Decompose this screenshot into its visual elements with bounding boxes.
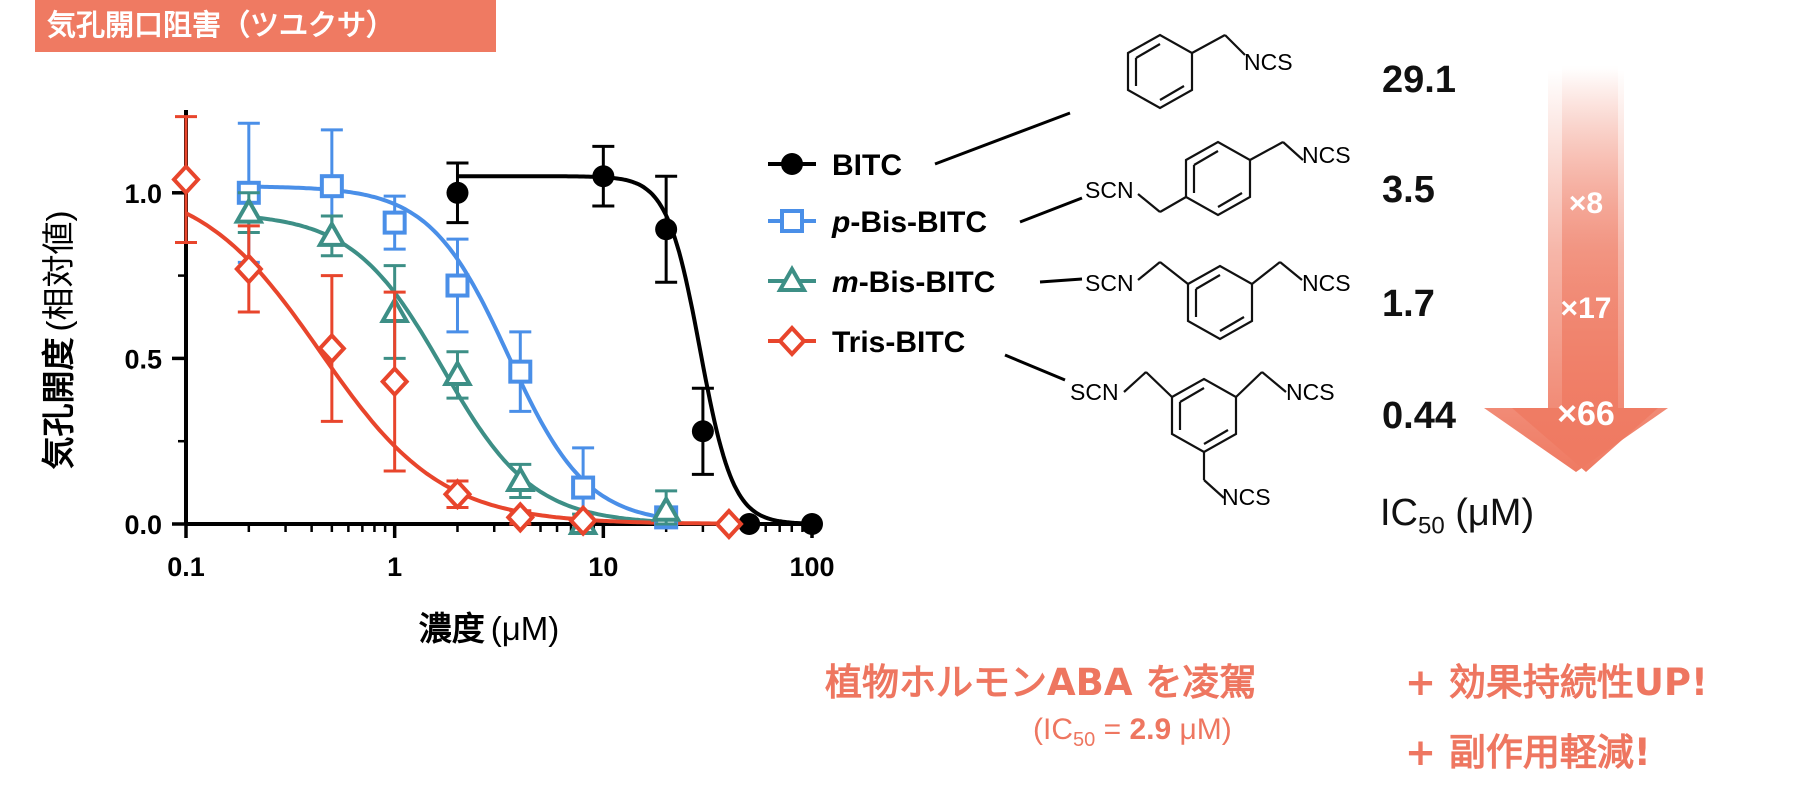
y-tick-label: 0.0	[124, 510, 162, 540]
ic50-unit-label: IC50 (μM)	[1380, 492, 1534, 541]
connector-bitc	[934, 111, 1071, 166]
tris-ncs-label-1: NCS	[1286, 379, 1335, 405]
data-points	[171, 115, 823, 540]
data-point-diamond	[171, 163, 201, 196]
structure-bitc	[1126, 33, 1246, 110]
data-point-square	[780, 209, 804, 233]
data-point-circle	[781, 153, 803, 175]
data-point-triangle	[233, 196, 265, 224]
aba-ic50-value: 2.9	[1129, 713, 1172, 746]
data-point-square	[571, 475, 596, 500]
ic50-value-m-bis: 1.7	[1382, 283, 1435, 325]
x-axis-title-unit: (μM)	[491, 610, 559, 647]
x-tick-label: 1	[387, 552, 402, 582]
legend-label-name: -Bis-BITC	[859, 266, 996, 299]
connector-p-bis	[1019, 196, 1083, 224]
fit-curve-0	[457, 174, 812, 526]
m-bis-scn-label: SCN	[1085, 270, 1134, 296]
legend-label-name: Tris-BITC	[832, 326, 965, 359]
ic50-label-subscript: 50	[1418, 512, 1445, 540]
connector-m-bis	[1039, 277, 1083, 284]
legend-label: Tris-BITC	[832, 326, 965, 359]
tris-scn-label: SCN	[1070, 379, 1119, 405]
y-tick-label: 0.5	[124, 344, 162, 374]
x-tick-label: 0.1	[167, 552, 205, 582]
data-point-circle	[738, 513, 761, 535]
legend-label: m-Bis-BITC	[832, 266, 995, 299]
data-point-diamond	[568, 504, 598, 537]
x-tick-label: 10	[588, 552, 618, 582]
data-point-diamond	[317, 332, 347, 365]
data-point-circle	[801, 513, 823, 535]
m-bis-ncs-label: NCS	[1302, 270, 1351, 296]
data-point-diamond	[505, 501, 536, 534]
legend-label-name: -Bis-BITC	[850, 206, 987, 239]
tris-ncs-label-2: NCS	[1222, 484, 1271, 510]
data-point-square	[382, 210, 407, 235]
x-axis-title-bold: 濃度	[419, 609, 485, 648]
ic50-value-bitc: 29.1	[1382, 59, 1456, 101]
ic50-label-text: IC	[1380, 492, 1418, 534]
aba-ic50-eq: =	[1095, 713, 1130, 746]
aba-ic50-prefix: (IC	[1033, 713, 1073, 746]
y-axis-title-bold: 気孔開度	[39, 337, 78, 469]
fold-label-8: ×8	[1569, 187, 1603, 220]
x-tick-label: 100	[789, 552, 834, 582]
legend-label-prefix: p	[831, 206, 850, 239]
data-point-triangle	[504, 464, 536, 492]
data-point-diamond	[234, 253, 264, 285]
chart-axes: 0.1 1 10 100 0.0 0.5 1.0	[124, 110, 835, 582]
data-point-circle	[655, 218, 678, 241]
ic50-value-tris: 0.44	[1382, 395, 1456, 437]
data-point-diamond	[777, 325, 807, 357]
aba-ic50-subscript: 50	[1073, 729, 1096, 751]
fit-curves	[185, 174, 812, 526]
bitc-ncs-label: NCS	[1244, 49, 1293, 75]
legend-label: BITC	[832, 149, 902, 182]
aba-comparison-note: 植物ホルモンABA を凌駕	[825, 661, 1257, 704]
aba-ic50-unit: μM)	[1171, 713, 1232, 746]
data-point-circle	[592, 165, 615, 188]
bonus-note-duration: + 効果持続性UP!	[1405, 661, 1708, 704]
legend-label-name: BITC	[832, 149, 902, 182]
title-banner: 気孔開口阻害（ツユクサ）	[35, 0, 496, 52]
data-point-square	[445, 273, 470, 298]
data-point-diamond	[442, 478, 473, 511]
y-axis-title: 気孔開度 (相対値)	[39, 211, 78, 470]
legend-label-prefix: m	[832, 266, 859, 299]
ic50-label-unit: (μM)	[1444, 492, 1535, 534]
x-axis-title: 濃度(μM)	[419, 609, 559, 648]
data-point-triangle	[650, 494, 682, 522]
p-bis-ncs-label: NCS	[1302, 142, 1351, 168]
data-point-triangle	[442, 358, 473, 386]
data-point-triangle	[316, 219, 348, 247]
y-axis-title-unit: (相対値)	[40, 211, 77, 332]
structure-connectors	[934, 111, 1083, 382]
structure-m-bis	[1137, 261, 1303, 341]
connector-tris	[1004, 353, 1066, 382]
data-point-square	[319, 174, 344, 199]
potency-arrow-shaft	[1512, 70, 1658, 472]
data-point-circle	[446, 181, 469, 204]
legend-label: p-Bis-BITC	[831, 206, 987, 239]
bonus-note-side-effects: + 副作用軽減!	[1405, 731, 1651, 774]
data-point-square	[508, 359, 533, 384]
data-point-triangle	[776, 264, 808, 292]
data-point-diamond	[379, 365, 410, 398]
structure-tris	[1123, 371, 1287, 499]
fold-label-17: ×17	[1561, 292, 1612, 325]
y-tick-label: 1.0	[124, 179, 162, 209]
data-point-diamond	[714, 508, 744, 540]
ic50-value-p-bis: 3.5	[1382, 169, 1435, 211]
structure-p-bis	[1137, 140, 1304, 217]
aba-ic50-note: (IC50 = 2.9 μM)	[1033, 713, 1232, 752]
data-point-circle	[691, 420, 714, 443]
fold-label-66: ×66	[1557, 395, 1615, 433]
p-bis-scn-label: SCN	[1085, 177, 1134, 203]
